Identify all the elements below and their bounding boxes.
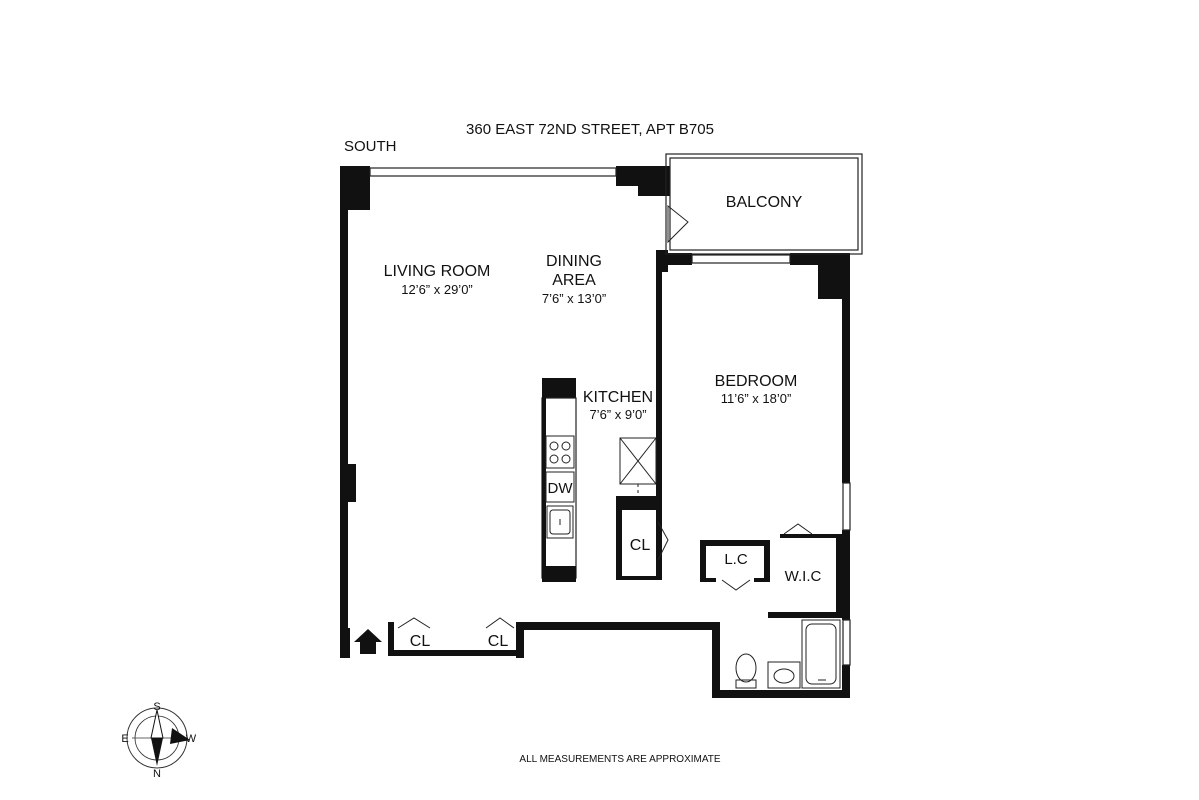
bathtub-icon — [801, 619, 841, 689]
balcony-door-swing — [667, 204, 689, 244]
compass-icon — [126, 707, 190, 769]
dining-area-label-line2: AREA — [552, 272, 596, 289]
kitchen-closet — [616, 496, 669, 580]
address-title: 360 EAST 72ND STREET, APT B705 — [466, 121, 714, 138]
walk-in-closet-label: W.I.C — [785, 568, 822, 585]
balcony-label: BALCONY — [726, 194, 803, 211]
exterior-walls — [340, 166, 850, 698]
hall-closets — [388, 617, 520, 656]
entry-arrow-icon — [354, 629, 382, 654]
hall-closet-1-label: CL — [410, 633, 431, 650]
living-room-dims: 12’6” x 29’0” — [401, 282, 473, 297]
measurements-note: ALL MEASUREMENTS ARE APPROXIMATE — [519, 754, 720, 765]
living-room-label: LIVING ROOM — [384, 263, 491, 280]
compass-north-label: N — [153, 768, 161, 780]
compass-east-label: E — [121, 733, 128, 745]
stove-icon — [545, 435, 575, 469]
linen-closet-label: L.C — [724, 551, 748, 568]
linen-closet — [700, 540, 770, 591]
hall-closet-2-label: CL — [488, 633, 509, 650]
toilet-icon — [735, 653, 757, 689]
kitchen-dims: 7’6” x 9’0” — [589, 407, 646, 422]
kitchen-label: KITCHEN — [583, 389, 653, 406]
windows — [369, 167, 851, 666]
kitchen-counter — [541, 378, 577, 582]
walk-in-closet — [768, 523, 846, 618]
dishwasher: DW — [545, 471, 575, 503]
bathroom-sink-icon — [767, 661, 801, 689]
orientation-label: SOUTH — [344, 138, 397, 155]
bedroom-dims: 11’6” x 18’0” — [721, 391, 792, 406]
refrigerator-icon — [619, 437, 657, 496]
compass-south-label: S — [153, 701, 160, 713]
dining-area-dims: 7’6” x 13’0” — [542, 291, 606, 306]
dining-area-label-line1: DINING — [546, 253, 602, 270]
bedroom-label: BEDROOM — [715, 373, 798, 390]
balcony — [665, 153, 863, 255]
kitchen-sink-icon — [546, 505, 574, 539]
compass-west-label: W — [186, 733, 197, 745]
kitchen-closet-label: CL — [630, 537, 651, 554]
dishwasher-label: DW — [548, 480, 574, 497]
